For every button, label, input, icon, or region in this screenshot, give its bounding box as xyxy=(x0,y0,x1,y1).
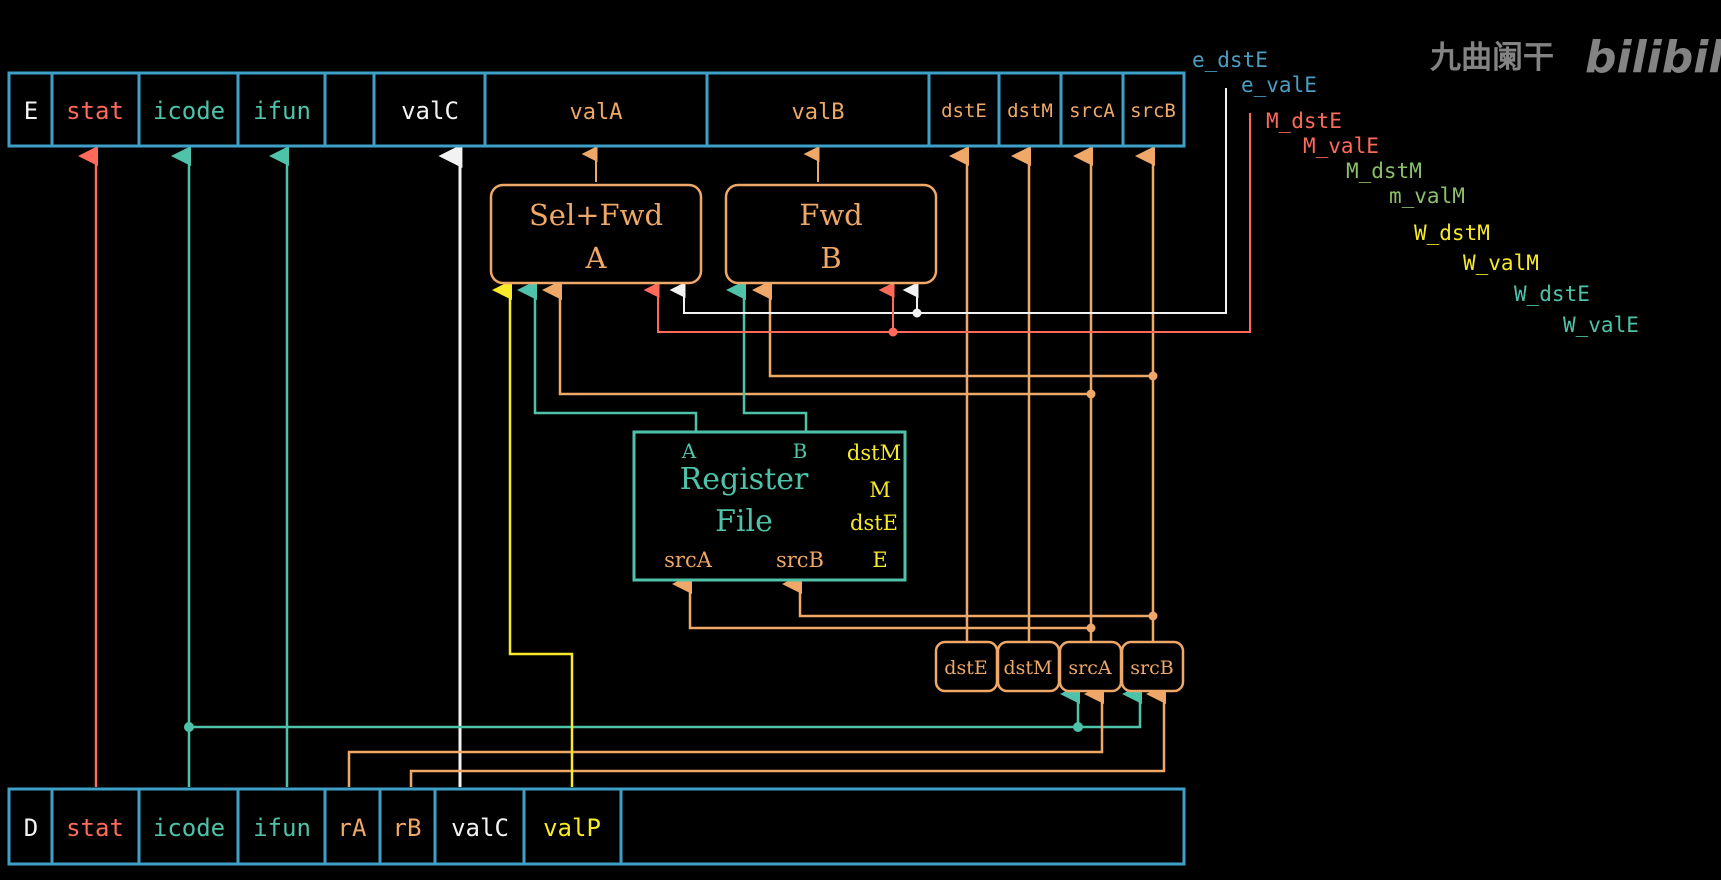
d-register-frame xyxy=(7,787,1186,866)
junction-dot xyxy=(184,722,194,732)
e-field-ifun: ifun xyxy=(253,97,311,125)
watermark: 九曲阑干 bilibili xyxy=(1430,32,1721,83)
register-file-title-line2: File xyxy=(715,504,773,539)
sel-fwd-a-frame xyxy=(489,183,703,285)
decode-label-srca: srcA xyxy=(1068,657,1111,679)
wire-srca-to-rf xyxy=(672,574,1091,630)
wire-m-dste xyxy=(643,113,1251,333)
decode-boxes: dstE dstM srcA srcB xyxy=(934,640,1185,693)
signal-w-vale: W_valE xyxy=(1563,313,1639,337)
e-register: E stat icode ifun valC valA valB dstE ds… xyxy=(7,71,1186,148)
wire-srcb-to-rf xyxy=(782,574,1153,618)
junction-dot xyxy=(1086,389,1096,399)
e-field-vala: valA xyxy=(570,100,623,125)
wire-icode-to-srcb xyxy=(1078,684,1142,729)
e-field-icode: icode xyxy=(153,97,225,125)
junction-dot xyxy=(1073,722,1083,732)
d-register: D stat icode ifun rA rB valC valP xyxy=(7,787,1186,866)
d-field-icode: icode xyxy=(153,814,225,842)
bilibili-logo-icon: bilibili xyxy=(1585,32,1721,83)
junction-dots xyxy=(184,308,1158,732)
decode-label-dste: dstE xyxy=(944,657,987,679)
junction-dot xyxy=(1086,623,1096,633)
e-register-frame xyxy=(7,71,1186,148)
signal-e-dste: e_dstE xyxy=(1192,48,1268,72)
d-field-valp: valP xyxy=(543,814,601,842)
signal-m-vale: M_valE xyxy=(1303,134,1379,158)
wire-e-dste xyxy=(669,88,1227,314)
fwd-b-block: Fwd B xyxy=(724,183,938,285)
register-file-srcb: srcB xyxy=(776,548,824,572)
d-field-ifun: ifun xyxy=(253,814,311,842)
register-file-dstm: dstM xyxy=(847,441,901,465)
decode-label-dstm: dstM xyxy=(1003,657,1052,679)
d-field-valc: valC xyxy=(451,814,509,842)
register-file-e: E xyxy=(872,548,887,572)
register-file-port-b: B xyxy=(793,439,808,463)
sel-fwd-a-block: Sel+Fwd A xyxy=(489,183,703,285)
signal-m-dstm: M_dstM xyxy=(1346,159,1422,183)
junction-dot xyxy=(912,308,922,318)
register-file-block: A B Register File dstM M dstE E srcA src… xyxy=(632,430,907,582)
e-field-srcb: srcB xyxy=(1130,100,1176,122)
wire-valp xyxy=(492,280,574,787)
sel-fwd-a-line1: Sel+Fwd xyxy=(529,198,663,232)
d-field-stat: stat xyxy=(66,814,124,842)
register-file-dste: dstE xyxy=(850,511,898,535)
signal-w-valm: W_valM xyxy=(1463,251,1539,275)
signal-m-dste: M_dstE xyxy=(1266,109,1342,133)
e-field-valc: valC xyxy=(401,97,459,125)
d-register-label: D xyxy=(24,814,38,842)
junction-dot xyxy=(1148,611,1158,621)
signal-w-dste: W_dstE xyxy=(1514,282,1590,306)
e-field-stat: stat xyxy=(66,97,124,125)
junction-dot xyxy=(888,327,898,337)
fwd-b-line2: B xyxy=(820,241,841,275)
sel-fwd-a-line2: A xyxy=(585,241,608,275)
signal-e-vale: e_valE xyxy=(1241,73,1317,97)
fwd-b-line1: Fwd xyxy=(799,198,863,232)
e-field-dstm: dstM xyxy=(1007,100,1053,122)
wire-srca-to-selfwd xyxy=(542,280,1091,396)
decode-box-srcb xyxy=(1120,640,1185,693)
signal-m-valm: m_valM xyxy=(1389,184,1465,208)
e-field-srca: srcA xyxy=(1069,100,1115,122)
wire-rb xyxy=(409,684,1166,787)
register-file-port-a: A xyxy=(681,439,697,463)
signal-w-dstm: W_dstM xyxy=(1414,221,1490,245)
e-field-dste: dstE xyxy=(941,100,987,122)
decode-label-srcb: srcB xyxy=(1130,657,1173,679)
e-register-label: E xyxy=(24,97,38,125)
d-field-ra: rA xyxy=(338,814,367,842)
register-file-frame xyxy=(632,430,907,582)
register-file-m: M xyxy=(869,478,891,502)
wire-srcb-to-fwdb xyxy=(752,280,1153,378)
wire-rf-b-out xyxy=(726,280,808,432)
watermark-author: 九曲阑干 xyxy=(1430,40,1554,76)
forward-signals: e_dstE e_valE M_dstE M_valE M_dstM m_val… xyxy=(1192,48,1639,337)
register-file-title-line1: Register xyxy=(680,462,809,497)
e-field-valb: valB xyxy=(792,100,845,125)
junction-dot xyxy=(1148,371,1158,381)
wire-rf-a-out xyxy=(517,280,698,432)
fwd-b-frame xyxy=(724,183,938,285)
wire-ra xyxy=(347,684,1104,787)
d-field-rb: rB xyxy=(393,814,422,842)
register-file-srca: srcA xyxy=(664,548,713,572)
